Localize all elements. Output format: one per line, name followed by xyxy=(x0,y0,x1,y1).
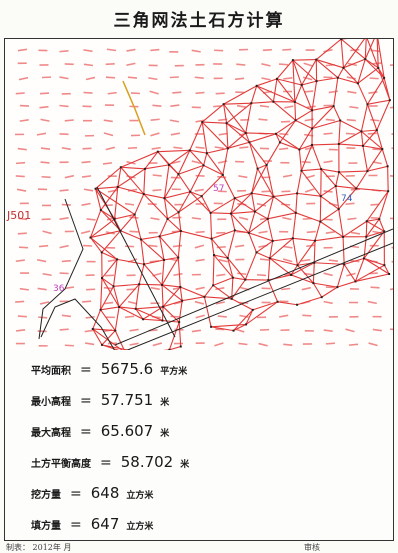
stat-value: 57.751 xyxy=(101,391,154,409)
stat-row-max-elevation: 最大高程 = 65.607 米 xyxy=(31,422,169,442)
stat-row-average-area: 平均面积 = 5675.6 平方米 xyxy=(31,360,187,380)
stat-value: 5675.6 xyxy=(101,360,154,378)
map-canvas: J501 57 74 36 xyxy=(5,39,393,351)
stat-value: 647 xyxy=(91,515,120,533)
label-36: 36 xyxy=(53,284,65,294)
stat-unit: 米 xyxy=(160,426,169,439)
results-panel: 平均面积 = 5675.6 平方米 最小高程 = 57.751 米 最大高程 =… xyxy=(4,350,394,541)
footer: 制表： 2012年 月 审核 xyxy=(4,542,392,552)
stat-row-min-elevation: 最小高程 = 57.751 米 xyxy=(31,391,169,411)
stat-row-fill-volume: 填方量 = 647 立方米 xyxy=(31,515,153,535)
stat-unit: 米 xyxy=(160,395,169,408)
stat-unit: 平方米 xyxy=(160,364,187,377)
equals-sign: = xyxy=(70,517,82,533)
stat-value: 58.702 xyxy=(121,453,174,471)
stat-label: 填方量 xyxy=(31,517,61,532)
page-title: 三角网法土石方计算 xyxy=(0,6,398,31)
stat-unit: 立方米 xyxy=(126,519,153,532)
stat-label: 平均面积 xyxy=(31,362,71,377)
footer-right: 审核 xyxy=(304,542,320,553)
label-57: 57 xyxy=(213,184,224,194)
equals-sign: = xyxy=(80,424,92,440)
background-dash-pattern xyxy=(15,49,393,346)
stat-row-cut-volume: 挖方量 = 648 立方米 xyxy=(31,484,153,504)
stat-unit: 米 xyxy=(180,457,189,470)
stat-label: 土方平衡高度 xyxy=(31,455,91,470)
triangulation-map: J501 57 74 36 xyxy=(4,38,394,352)
stat-label: 最大高程 xyxy=(31,424,71,439)
stat-row-balance-height: 土方平衡高度 = 58.702 米 xyxy=(31,453,189,473)
footer-left: 制表： 2012年 月 xyxy=(6,542,71,553)
stat-value: 648 xyxy=(91,484,120,502)
stat-label: 挖方量 xyxy=(31,486,61,501)
stat-value: 65.607 xyxy=(101,422,154,440)
stat-label: 最小高程 xyxy=(31,393,71,408)
label-74: 74 xyxy=(341,194,353,204)
stat-unit: 立方米 xyxy=(126,488,153,501)
equals-sign: = xyxy=(80,362,92,378)
equals-sign: = xyxy=(100,455,112,471)
equals-sign: = xyxy=(70,486,82,502)
equals-sign: = xyxy=(80,393,92,409)
label-j501: J501 xyxy=(6,209,31,222)
yellow-marker-line xyxy=(123,81,145,135)
